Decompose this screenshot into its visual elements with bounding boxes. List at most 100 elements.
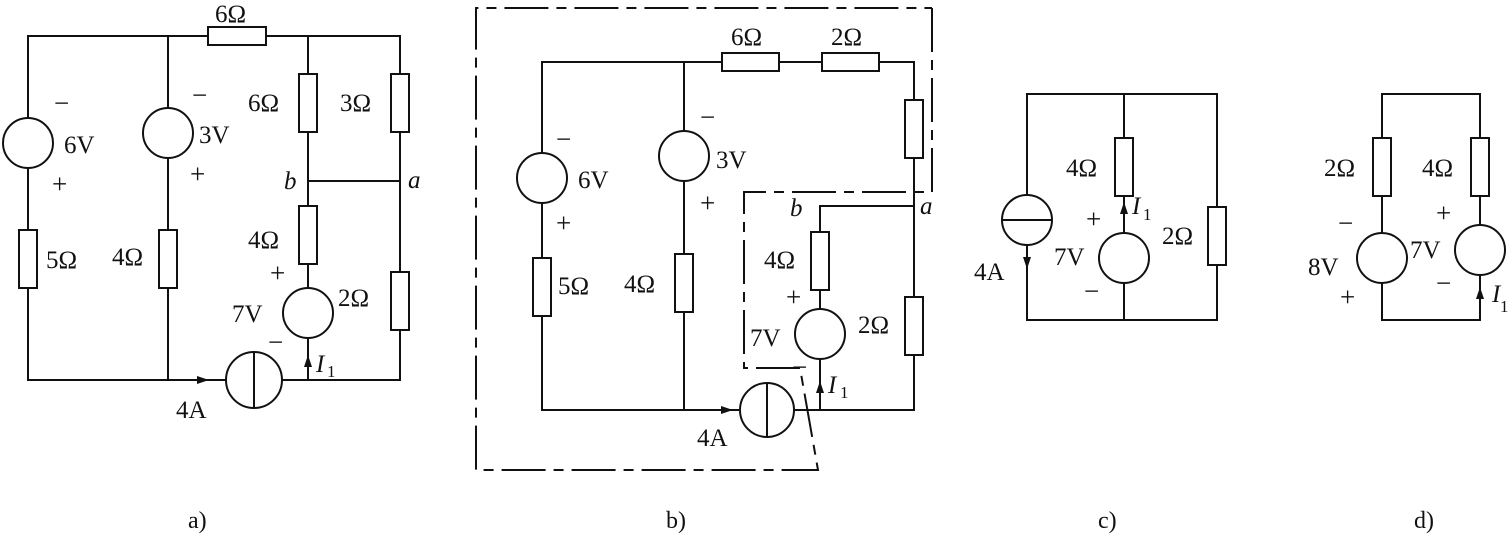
panel-a-voltage-source-7v	[282, 287, 334, 339]
panel-b-6v-minus: −	[556, 124, 571, 154]
panel-a-label-right-bottom: 2Ω	[338, 285, 369, 312]
panel-c-resistor-2ohm	[1207, 206, 1227, 266]
panel-a-resistor-mid-top	[298, 73, 318, 133]
panel-d-voltage-source-7v	[1454, 224, 1506, 276]
panel-c-voltage-source-7v	[1098, 232, 1150, 284]
panel-b-voltage-source-3v	[658, 130, 710, 182]
panel-a-3v-minus: −	[192, 80, 207, 110]
panel-b-current-i: I	[827, 372, 838, 399]
panel-b-label-7v: 7V	[750, 325, 781, 352]
panel-b-label-top2: 2Ω	[831, 24, 862, 51]
panel-b-node-a: a	[920, 193, 933, 220]
panel-c-label-2ohm: 2Ω	[1162, 223, 1193, 250]
panel-b-label-6v: 6V	[578, 167, 609, 194]
panel-a-resistor-right-bottom	[390, 271, 410, 331]
panel-a-label-4a: 4A	[176, 397, 207, 424]
panel-b-resistor-right-top	[904, 99, 924, 159]
panel-a-label-mid-top: 6Ω	[248, 90, 279, 117]
panel-c-label-7v: 7V	[1054, 244, 1085, 271]
panel-b-label-right-bottom: 2Ω	[858, 312, 889, 339]
panel-d-label-7v: 7V	[1410, 237, 1441, 264]
panel-b-resistor-left	[532, 257, 552, 317]
panel-d-7v-plus: +	[1436, 198, 1451, 228]
panel-a-6v-minus: −	[54, 88, 69, 118]
panel-a-label-3v: 3V	[199, 122, 230, 149]
panel-a: 6Ω 6Ω 3Ω 5Ω 4Ω 4Ω 2Ω 6V 3V 7V 4A − + − +…	[2, 1, 421, 534]
panel-a-resistor-lower	[298, 205, 318, 265]
panel-b-label-4a: 4A	[697, 425, 728, 452]
panel-c-current-i: I	[1131, 193, 1142, 220]
panel-a-label-left: 5Ω	[46, 247, 77, 274]
panel-d-label-4ohm: 4Ω	[1422, 155, 1453, 182]
panel-b-wires	[541, 61, 915, 414]
panel-d-resistor-2ohm	[1372, 137, 1392, 197]
panel-b-resistor-top2	[821, 52, 880, 72]
panel-b-7v-minus: −	[792, 352, 807, 382]
panel-b-resistor-mid	[674, 253, 694, 313]
panel-b-current-sub: 1	[840, 383, 849, 402]
panel-a-resistor-right-top	[390, 73, 410, 133]
panel-c-7v-plus: +	[1086, 204, 1101, 234]
panel-b-resistor-right-bottom	[904, 296, 924, 356]
panel-a-wires	[27, 35, 401, 384]
panel-a-label-right-top: 3Ω	[340, 90, 371, 117]
panel-b-caption: b)	[666, 508, 686, 534]
panel-b-voltage-source-7v	[794, 308, 846, 360]
panel-a-label-lower: 4Ω	[248, 227, 279, 254]
panel-a-current-sub: 1	[327, 362, 336, 381]
panel-b-dashed-boundaries	[475, 7, 933, 471]
panel-a-node-a: a	[408, 167, 421, 194]
panel-b-resistor-lower	[810, 231, 830, 291]
panel-c-caption: c)	[1098, 508, 1117, 534]
panel-b-label-lower: 4Ω	[764, 247, 795, 274]
panel-b-resistor-top1	[721, 52, 780, 72]
panel-d-caption: d)	[1414, 508, 1434, 534]
panel-c-label-4a: 4A	[974, 259, 1005, 286]
panel-d-voltage-source-8v	[1356, 232, 1408, 284]
panel-a-resistor-left	[18, 229, 38, 289]
panel-a-voltage-source-3v	[142, 107, 194, 159]
panel-a-caption: a)	[188, 508, 207, 534]
panel-d: 2Ω 4Ω 8V 7V − + + − I 1 d)	[1308, 93, 1509, 534]
panel-c-current-sub: 1	[1143, 205, 1152, 224]
panel-a-6v-plus: +	[52, 169, 67, 199]
panel-b-voltage-source-6v	[516, 152, 568, 204]
panel-a-7v-plus: +	[270, 258, 285, 288]
panel-d-label-2ohm: 2Ω	[1324, 155, 1355, 182]
panel-c-7v-minus: −	[1084, 276, 1099, 306]
panel-a-label-top: 6Ω	[215, 1, 246, 28]
panel-a-label-mid: 4Ω	[112, 244, 143, 271]
panel-b-label-3v: 3V	[716, 147, 747, 174]
panel-c: 4Ω 2Ω 4A 7V + − I 1 c)	[974, 93, 1227, 534]
panel-a-3v-plus: +	[190, 159, 205, 189]
panel-b: 6Ω 2Ω 5Ω 4Ω 4Ω 2Ω 6V 3V 7V 4A − + − + + …	[475, 7, 933, 534]
panel-a-resistor-top	[207, 26, 267, 46]
panel-b-label-mid: 4Ω	[624, 271, 655, 298]
panel-d-8v-plus: +	[1340, 282, 1355, 312]
panel-a-node-b: b	[284, 168, 297, 195]
panel-b-3v-plus: +	[700, 188, 715, 218]
panel-d-label-8v: 8V	[1308, 254, 1339, 281]
panel-c-label-4ohm: 4Ω	[1066, 155, 1097, 182]
panel-a-label-7v: 7V	[232, 301, 263, 328]
panel-a-7v-minus: −	[268, 327, 283, 357]
panel-d-wires	[1381, 93, 1484, 321]
panel-b-node-b: b	[790, 195, 803, 222]
panel-d-current-sub: 1	[1500, 297, 1509, 316]
panel-b-label-top1: 6Ω	[731, 24, 762, 51]
panel-a-resistor-mid	[158, 229, 178, 289]
panel-a-current-i: I	[315, 351, 326, 378]
panel-a-label-6v: 6V	[64, 132, 95, 159]
panel-d-resistor-4ohm	[1470, 137, 1490, 197]
panel-a-voltage-source-6v	[2, 117, 54, 169]
panel-b-7v-plus: +	[786, 282, 801, 312]
panel-d-current-i: I	[1491, 281, 1502, 308]
panel-c-resistor-4ohm	[1114, 137, 1134, 197]
panel-b-3v-minus: −	[700, 102, 715, 132]
panel-d-8v-minus: −	[1338, 208, 1353, 238]
panel-b-label-left: 5Ω	[558, 273, 589, 300]
panel-b-6v-plus: +	[556, 208, 571, 238]
panel-c-wires	[1023, 93, 1218, 321]
